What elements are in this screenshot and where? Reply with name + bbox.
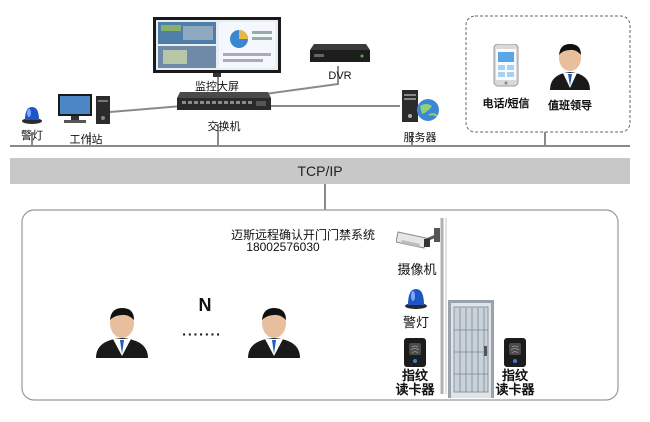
camera: 摄像机	[396, 226, 442, 277]
alarm-light-lower: 警灯	[402, 286, 430, 330]
phone-sms: 电话/短信	[478, 44, 534, 110]
tcpip-bus-label: TCP/IP	[297, 163, 343, 179]
network-switch: 交换机	[176, 90, 272, 133]
person-icon	[550, 44, 590, 90]
dvr-icon	[310, 44, 370, 62]
camera-label: 摄像机	[397, 262, 437, 277]
reader-right-label-line2: 读卡器	[495, 382, 535, 397]
security-door	[448, 300, 494, 398]
leader-dashed-box	[465, 15, 631, 133]
workstation-icon	[58, 94, 110, 124]
server-icon	[402, 90, 439, 122]
reader-right-label-line1: 指纹	[501, 368, 528, 383]
workstation-label: 工作站	[69, 134, 103, 146]
duty-leader: 值班领导	[548, 42, 592, 112]
employee-right	[246, 306, 302, 358]
server: 服务器	[398, 88, 442, 144]
fingerprint-reader-left: 指纹 读卡器	[395, 338, 435, 397]
alarm-light-top-label: 警灯	[21, 130, 43, 142]
system-phone: 18002576030	[246, 240, 320, 254]
access-zone-frame	[21, 209, 619, 401]
count-n: N	[198, 295, 212, 315]
person-icon	[248, 308, 300, 358]
reader-left-label-line2: 读卡器	[395, 382, 435, 397]
server-label: 服务器	[403, 132, 437, 144]
phone-sms-label: 电话/短信	[482, 98, 530, 110]
alarm-light-lower-label: 警灯	[402, 315, 429, 330]
reader-left-label-line1: 指纹	[401, 368, 428, 383]
dvr: DVR	[308, 40, 372, 82]
fingerprint-reader-icon	[404, 338, 426, 367]
workstation: 工作站	[56, 92, 112, 146]
door-icon	[448, 300, 494, 398]
person-icon	[96, 308, 148, 358]
duty-leader-label: 值班领导	[548, 100, 592, 112]
alarm-light-icon	[405, 289, 427, 309]
dvr-label: DVR	[328, 70, 352, 82]
monitor-wall: 监控大屏	[153, 17, 281, 93]
monitor-wall-icon	[153, 17, 281, 77]
monitor-wall-label: 监控大屏	[195, 81, 239, 93]
smartphone-icon	[493, 44, 519, 87]
ellipsis-dots: ·······	[182, 326, 222, 342]
cctv-camera-icon	[396, 228, 440, 249]
alarm-light-top: 警灯	[18, 104, 46, 142]
system-name: 迈斯远程确认开门门禁系统	[230, 228, 375, 242]
fingerprint-reader-icon	[504, 338, 526, 367]
tcpip-bus	[10, 158, 630, 184]
switch-label: 交换机	[207, 121, 241, 133]
employee-left	[94, 306, 150, 358]
alarm-light-icon	[22, 107, 42, 124]
switch-icon	[177, 92, 271, 110]
fingerprint-reader-right: 指纹 读卡器	[495, 338, 535, 397]
